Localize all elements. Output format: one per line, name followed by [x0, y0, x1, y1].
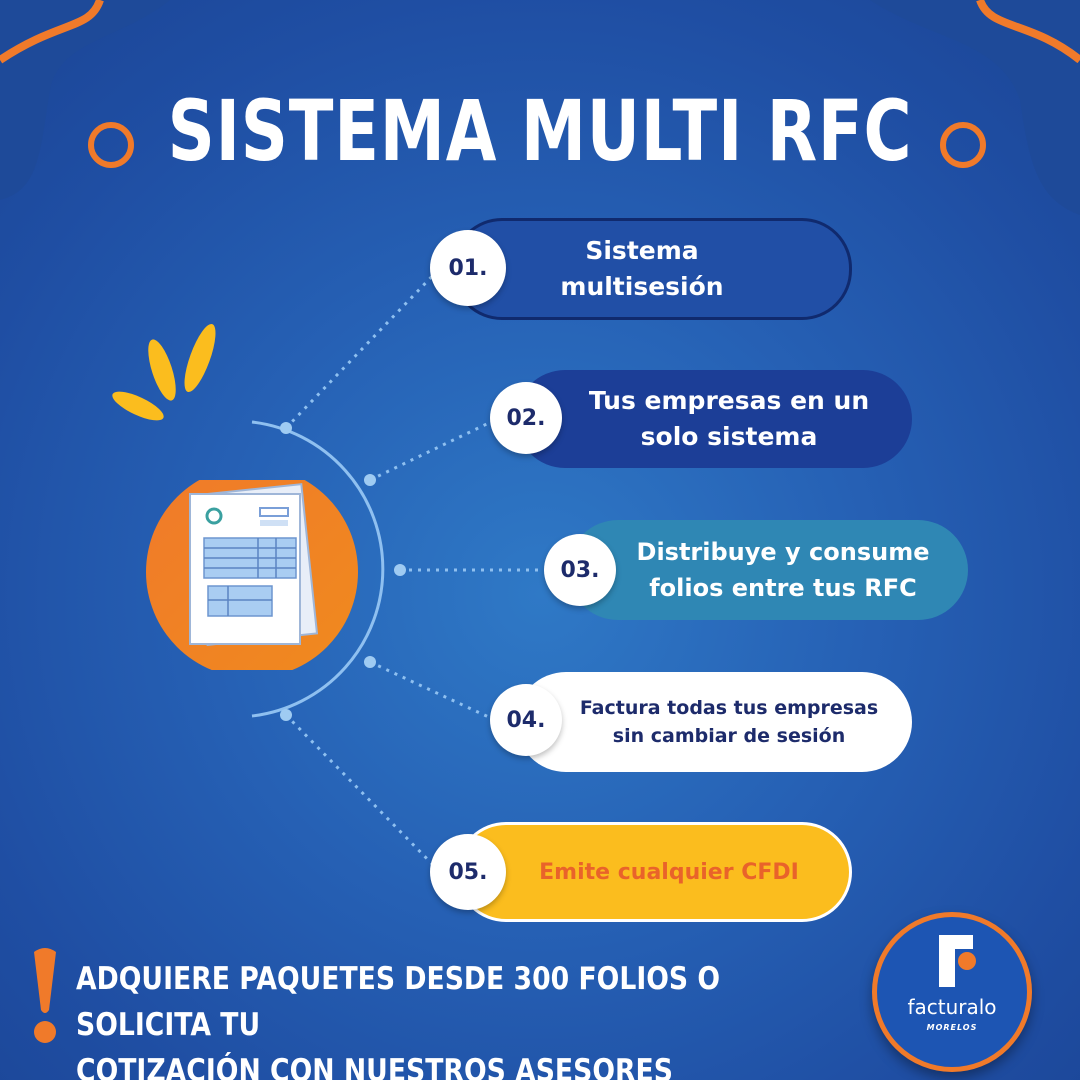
exclamation-icon — [34, 948, 56, 1043]
logo-brand-name: facturalo — [907, 995, 997, 1019]
footer-line-2: COTIZACIÓN CON NUESTROS ASESORES — [76, 1053, 673, 1080]
footer-line-1: ADQUIERE PAQUETES DESDE 300 FOLIOS O SOL… — [76, 961, 721, 1043]
feature-text-4: Factura todas tus empresas sin cambiar d… — [579, 697, 879, 747]
feature-text-3: Distribuye y consume folios entre tus RF… — [636, 538, 930, 602]
facturalo-logo: facturalo MORELOS — [872, 912, 1032, 1072]
sparkle-rays-icon — [112, 323, 216, 421]
feature-number-1: 01. — [430, 230, 506, 306]
feature-item-1: Sistema multisesión — [452, 218, 852, 320]
left-ring-decoration — [88, 122, 134, 168]
feature-number-2: 02. — [490, 382, 562, 454]
feature-text-2: Tus empresas en un solo sistema — [588, 386, 870, 451]
facturalo-f-mark-icon — [939, 935, 976, 987]
feature-item-2: Tus empresas en un solo sistema — [516, 370, 912, 468]
footer-call-to-action: ADQUIERE PAQUETES DESDE 300 FOLIOS O SOL… — [76, 956, 764, 1080]
feature-number-5: 05. — [430, 834, 506, 910]
feature-text-5: Emite cualquier CFDI — [539, 859, 799, 885]
feature-item-5: Emite cualquier CFDI — [456, 822, 852, 922]
feature-item-3: Distribuye y consume folios entre tus RF… — [568, 520, 968, 620]
document-stack-icon — [146, 480, 358, 670]
feature-number-3: 03. — [544, 534, 616, 606]
logo-region: MORELOS — [926, 1023, 978, 1032]
feature-number-4: 04. — [490, 684, 562, 756]
feature-item-4: Factura todas tus empresas sin cambiar d… — [516, 672, 912, 772]
feature-text-1: Sistema multisesión — [560, 236, 724, 301]
right-ring-decoration — [940, 122, 986, 168]
corner-decorations — [0, 0, 1080, 215]
page-title: SISTEMA MULTI RFC — [167, 82, 913, 180]
